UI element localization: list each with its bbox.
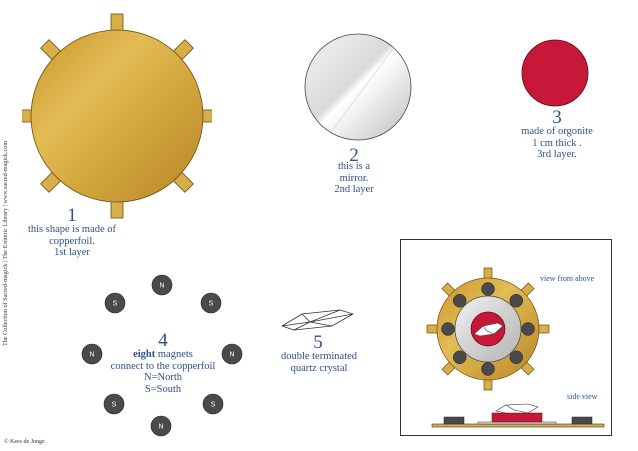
- item2-caption: this is a mirror. 2nd layer: [304, 161, 404, 196]
- item4-caption-line: N=North: [143, 372, 182, 383]
- item1-caption-line: copperfoil.: [49, 235, 95, 247]
- magnet-label: N: [159, 283, 164, 290]
- item3-number: 3: [552, 107, 562, 128]
- magnet-label: N: [229, 352, 234, 359]
- assembled-top-view: [426, 267, 550, 391]
- magnet-left: N: [81, 343, 103, 365]
- copyright-text: © Kees de Jonge: [4, 439, 45, 445]
- item4-bold-word: eight: [133, 349, 156, 360]
- magnet-label: S: [113, 301, 118, 308]
- item3-caption-line: 1 cm thick .: [532, 137, 582, 149]
- item2-caption-line: 2nd layer: [334, 184, 374, 195]
- magnet-label: N: [158, 424, 163, 431]
- item5-caption-line: double terminated: [280, 351, 358, 362]
- magnet-right: N: [221, 343, 243, 365]
- item1-number: 1: [67, 205, 77, 226]
- item4-number: 4: [158, 330, 168, 351]
- item3-caption: made of orgonite 1 cm thick . 3rd layer.: [505, 126, 609, 161]
- item5-number: 5: [313, 332, 323, 353]
- magnet-label: S: [209, 301, 214, 308]
- item2-number: 2: [349, 145, 359, 166]
- item2-caption-line: this is a: [337, 161, 371, 172]
- magnet-bottom: N: [150, 415, 172, 437]
- assembled-side-view: [431, 403, 605, 428]
- item5-caption: double terminated quartz crystal: [270, 351, 368, 374]
- orgonite-disc: [521, 39, 589, 107]
- mirror-disc: [304, 33, 412, 141]
- side-view-label: side view: [567, 392, 598, 401]
- magnet-label: N: [89, 352, 94, 359]
- item4-caption-line1: eight magnets: [104, 349, 222, 361]
- item4-caption-line: connect to the copperfoil: [110, 360, 216, 372]
- copperfoil-disc: [30, 29, 204, 203]
- assembly-inset-panel: [400, 239, 612, 436]
- item1-caption-line: 1st layer: [54, 247, 90, 258]
- item1-caption: this shape is made of copperfoil. 1st la…: [12, 224, 132, 259]
- item1-caption-line: this shape is made of: [27, 224, 117, 235]
- magnet-label: S: [112, 402, 117, 409]
- view-from-above-label: view from above: [540, 274, 595, 283]
- item3-caption-line: made of orgonite: [521, 126, 593, 137]
- magnets-ring: N S N S N S N S: [81, 274, 243, 437]
- magnet-label: S: [211, 402, 216, 409]
- magnet-bottom-right: S: [202, 393, 224, 415]
- magnet-bottom-left: S: [103, 393, 125, 415]
- item3-caption-line: 3rd layer.: [537, 149, 577, 160]
- item5-caption-line: quartz crystal: [290, 362, 348, 374]
- item2-caption-line: mirror.: [339, 172, 369, 184]
- magnet-top-left: S: [104, 292, 126, 314]
- copperfoil-shape: [22, 13, 212, 219]
- quartz-crystal-icon: [281, 309, 354, 331]
- side-credit-text: The Collection of Sacred-magick | The Es…: [2, 140, 9, 346]
- magnet-top: N: [151, 274, 173, 296]
- magnet-top-right: S: [200, 292, 222, 314]
- item4-caption: eight magnets connect to the copperfoil …: [104, 349, 222, 395]
- item4-line1-rest: magnets: [155, 349, 193, 360]
- item4-caption-line: S=South: [144, 383, 182, 395]
